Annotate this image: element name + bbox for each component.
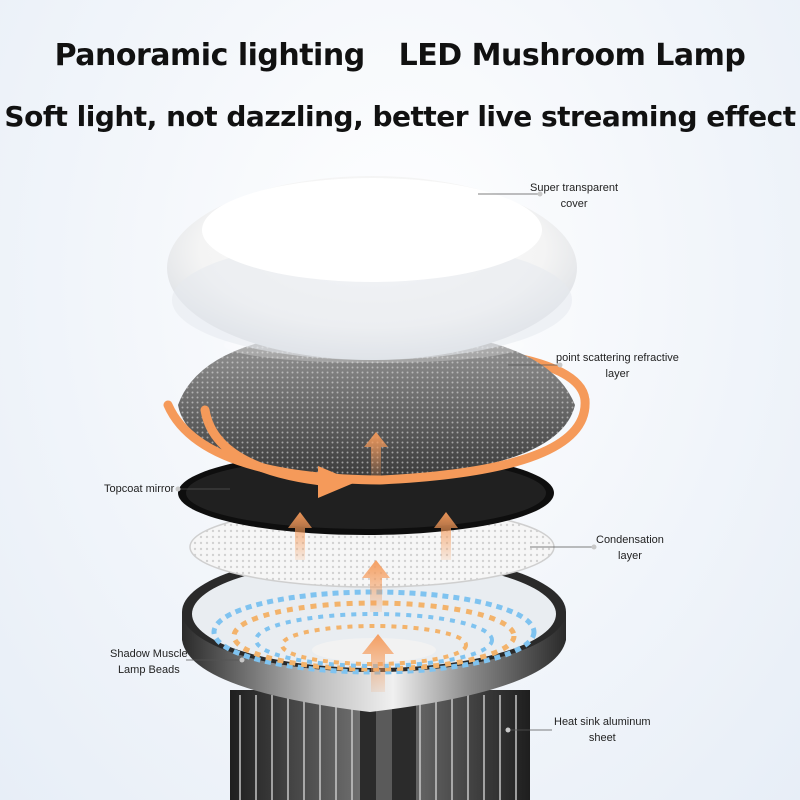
headline-part-panoramic: Panoramic lighting — [54, 38, 366, 73]
callout-topcoat-mirror: Topcoat mirror — [104, 483, 175, 495]
callout-heat-sink: Heat sink aluminum sheet — [554, 716, 651, 744]
callout-condensation-layer: Condensation layer — [596, 534, 664, 562]
light-direction-arrow-icon — [364, 432, 388, 478]
light-direction-arrow-icon — [362, 634, 394, 692]
headline-title: Panoramic lighting LED Mushroom Lamp — [0, 38, 800, 73]
refractive-dome — [178, 327, 575, 478]
callout-refractive-layer: point scattering refractive layer — [556, 352, 679, 380]
headline-subtitle: Soft light, not dazzling, better live st… — [4, 100, 796, 133]
headline-part-product: LED Mushroom Lamp — [398, 38, 746, 73]
transparent-cover — [167, 176, 577, 360]
light-direction-arrow-icon — [362, 560, 390, 612]
rotation-arrowhead-icon — [318, 466, 356, 498]
leader-dots — [175, 191, 597, 733]
light-direction-arrow-icon — [288, 512, 312, 560]
callout-transparent-cover: Super transparent cover — [530, 182, 619, 210]
leader-lines — [178, 193, 594, 731]
callout-lamp-beads: Shadow Muscle Lamp Beads — [110, 648, 188, 676]
light-direction-arrows — [288, 432, 458, 692]
light-direction-arrow-icon — [434, 512, 458, 560]
